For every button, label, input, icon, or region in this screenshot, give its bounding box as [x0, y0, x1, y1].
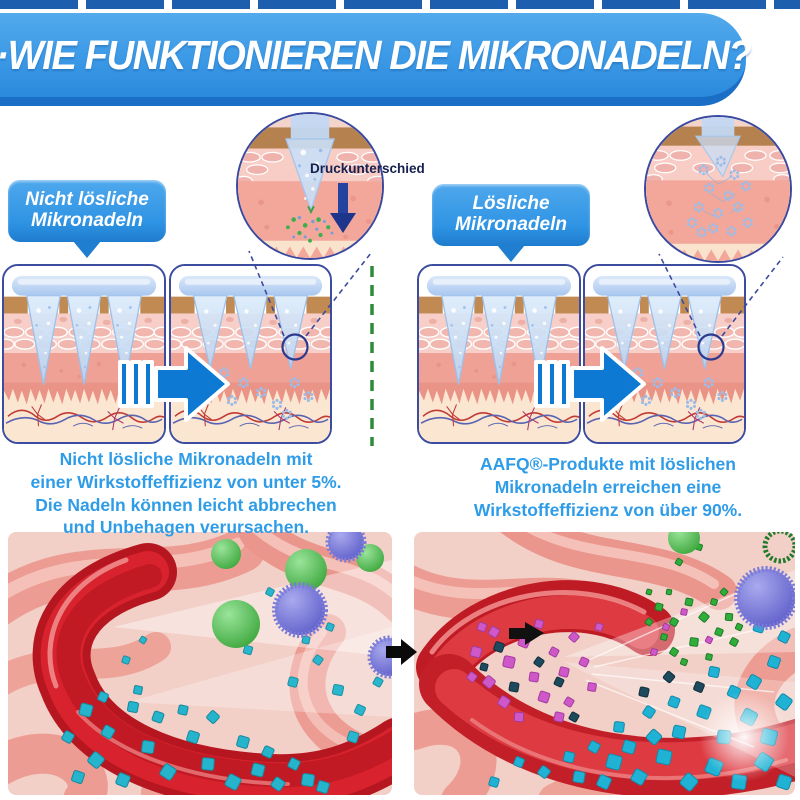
caption-line: und Unbehagen verursachen. [62, 517, 310, 538]
caption-line: Die Nadeln können leicht abbrechen [35, 494, 337, 515]
skin-panel-left-intact [2, 264, 166, 444]
zoom-inset-right [644, 115, 792, 263]
top-dashed-strip [0, 0, 800, 9]
page-title: ·WIE FUNKTIONIEREN DIE MIKRONADELN? [0, 31, 751, 78]
blood-vessel-image-before [8, 532, 392, 795]
zoom-inset-left [236, 112, 384, 260]
caption-line: Mikronadeln erreichen eine [494, 476, 722, 497]
headline-banner: ·WIE FUNKTIONIEREN DIE MIKRONADELN? [0, 13, 751, 106]
label-line: Mikronadeln [455, 214, 567, 235]
needle-dissolving-illustration [646, 117, 790, 261]
skin-panel-right-intact [417, 264, 581, 444]
arrow-down-icon [330, 183, 356, 233]
caption-line: Wirkstoffeffizienz von über 90%. [473, 499, 743, 520]
blood-vessel-image-after [414, 532, 795, 795]
black-arrow-right-icon [386, 639, 417, 665]
caption-soluble: AAFQ®-Produkte mit löslichen Mikronadeln… [424, 453, 792, 521]
label-non-soluble-microneedles: Nicht lösliche Mikronadeln [8, 180, 166, 258]
caption-line: Nicht lösliche Mikronadeln mit [59, 449, 313, 469]
caption-line: AAFQ®-Produkte mit löslichen [480, 454, 736, 474]
label-soluble-microneedles: Lösliche Mikronadeln [432, 184, 590, 262]
caption-non-soluble: Nicht lösliche Mikronadeln mit einer Wir… [4, 448, 368, 539]
vessel-render-after [414, 532, 795, 795]
black-arrow-small-icon [509, 622, 544, 645]
label-line: Mikronadeln [31, 210, 143, 231]
vessel-render-before [8, 532, 392, 795]
caption-line: einer Wirkstoffeffizienz von unter 5%. [30, 471, 342, 492]
arrow-right-icon [534, 334, 646, 434]
arrow-right-icon [118, 334, 230, 434]
label-line: Nicht lösliche [25, 189, 149, 211]
needle-pressure-illustration [238, 114, 382, 258]
label-line: Lösliche [472, 193, 550, 215]
pressure-difference-label: Druckunterschied [310, 161, 425, 176]
